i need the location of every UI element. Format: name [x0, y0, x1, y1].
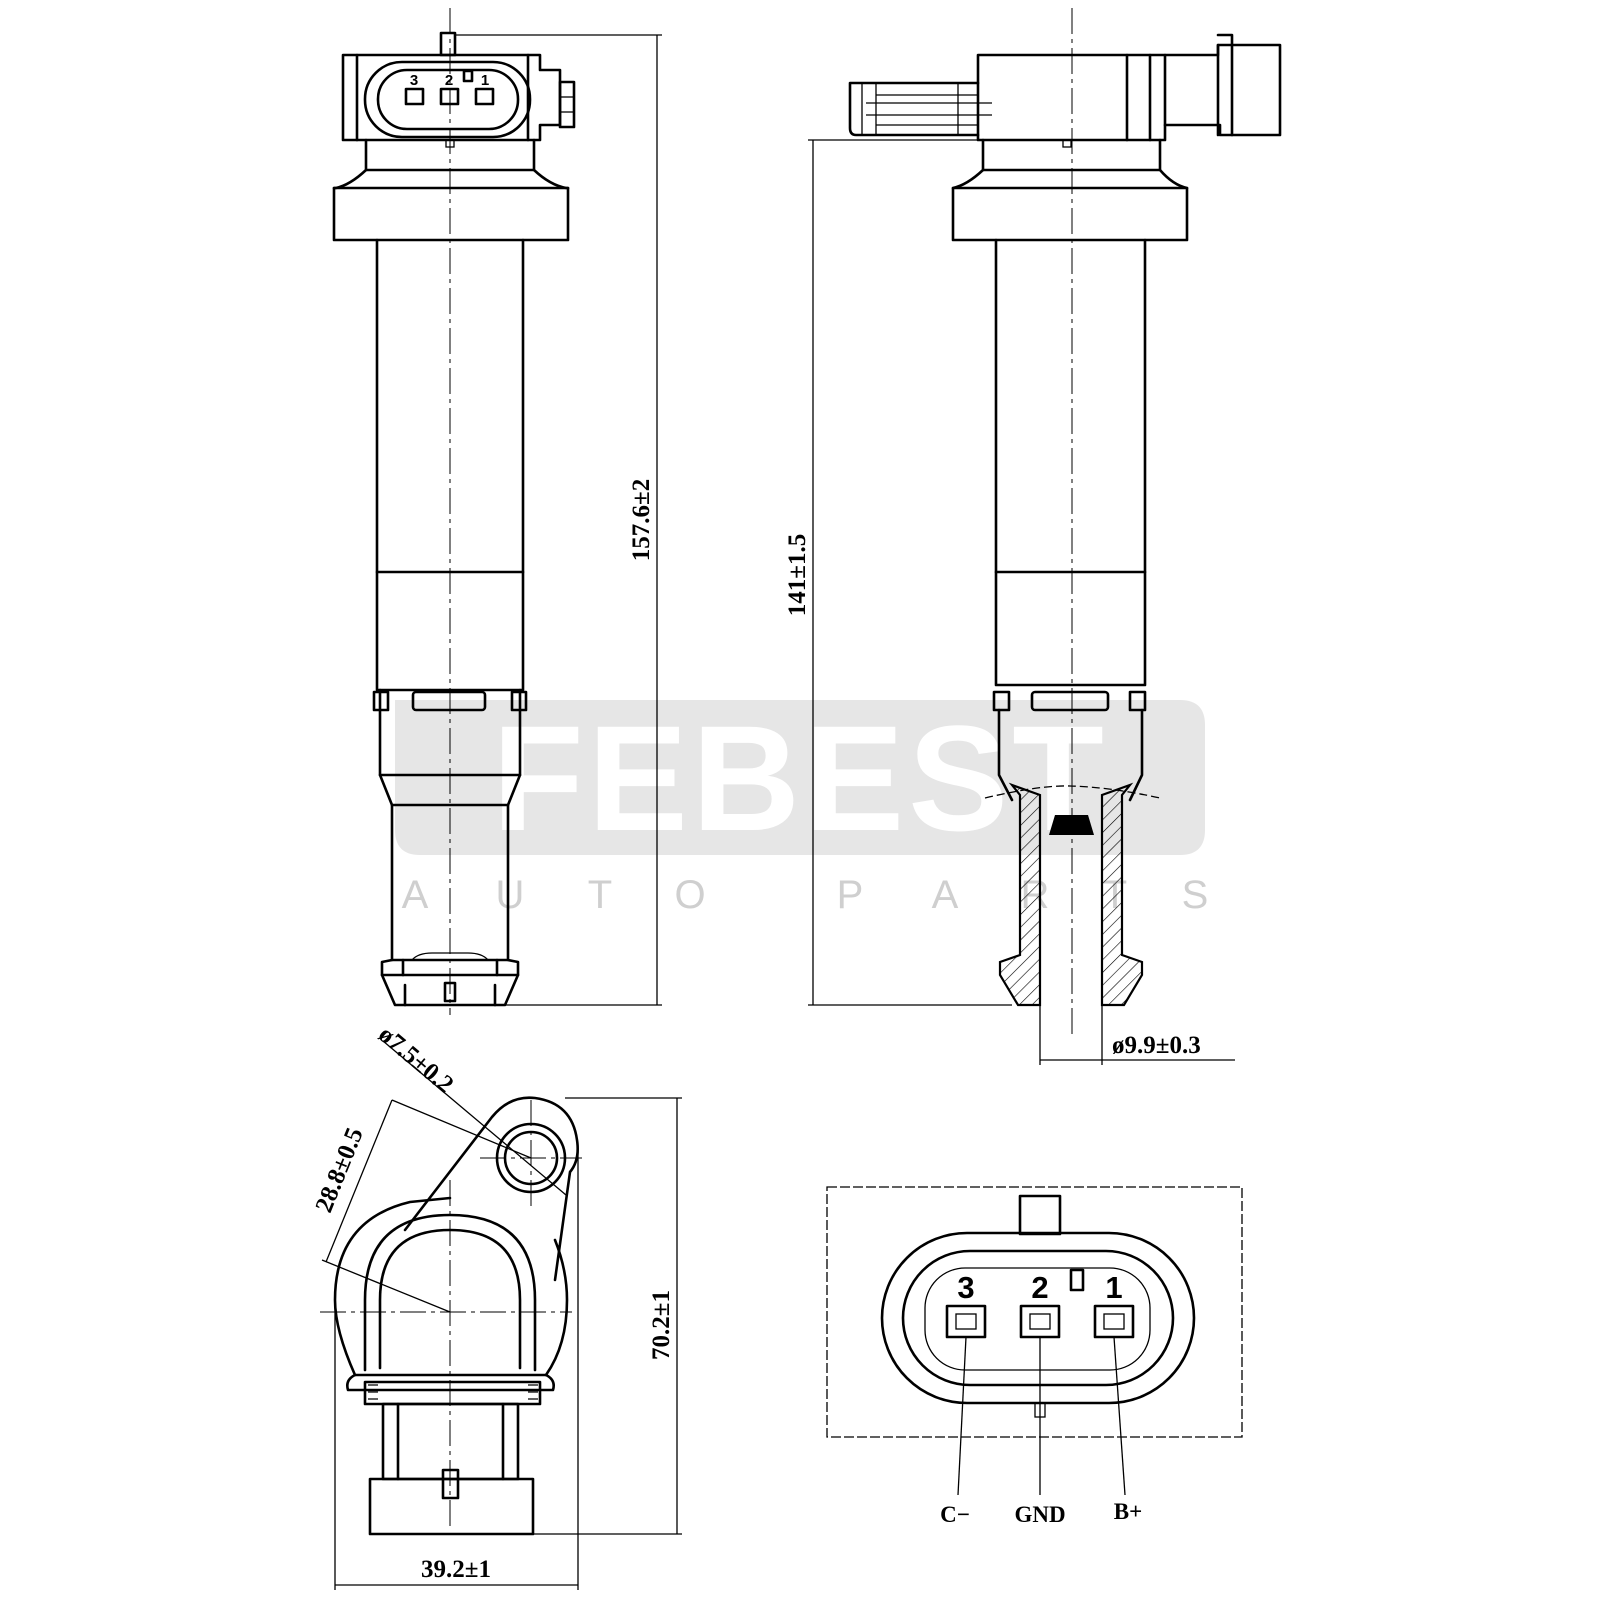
signal-label-b-plus: B+ [1114, 1499, 1142, 1524]
watermark-subtitle: A U T O P A R T S [402, 873, 1209, 917]
side-tube [994, 238, 1147, 687]
pin-2: 2 [1019, 1270, 1061, 1339]
detail-frame [826, 1186, 1243, 1438]
pin-number: 3 [957, 1270, 974, 1305]
round-body [333, 1196, 452, 1377]
pin-label-1: 1 [481, 72, 489, 89]
connector-key [1018, 1194, 1062, 1236]
signal-label-c-minus: C− [940, 1502, 970, 1527]
pin-number: 2 [1031, 1270, 1048, 1305]
dimension-head-depth: 70.2±1 [648, 1290, 675, 1360]
connector-pinout: 3 2 1 C− GND B+ [826, 1186, 1243, 1527]
watermark-letter: U [496, 873, 525, 917]
watermark-brand: FEBEST [492, 694, 1108, 862]
watermark-letter: O [674, 873, 705, 917]
mounting-hole [495, 1122, 567, 1194]
connector-face-outer [880, 1231, 1196, 1405]
pin-label-3: 3 [410, 72, 418, 89]
spring-contact [1049, 815, 1094, 835]
coil-collar [332, 138, 570, 242]
side-view: ø9.9±0.3 141±1.5 [784, 8, 1282, 1065]
watermark-letter: S [1182, 873, 1209, 917]
dimension-overall-length: 157.6±2 [628, 479, 655, 561]
watermark: FEBEST A U T O P A R T S [395, 694, 1208, 917]
pin-number: 1 [1105, 1270, 1122, 1305]
pin-label-2: 2 [445, 72, 453, 89]
watermark-letter: T [588, 873, 612, 917]
dimension-hole-diameter: ø7.5±0.2 [373, 1021, 458, 1099]
watermark-letter: A [402, 873, 429, 917]
dimension-body-length: 141±1.5 [784, 534, 811, 616]
watermark-letter: P [837, 873, 864, 917]
connector-face-inner [901, 1249, 1175, 1387]
dimension-line [325, 1099, 393, 1263]
front-view: 3 2 1 157.6±2 [332, 8, 662, 1015]
coil-tip [380, 958, 520, 1007]
leader-line [382, 1040, 567, 1196]
signal-label-gnd: GND [1014, 1502, 1065, 1527]
coil-tube [375, 238, 525, 692]
mounting-ear [848, 81, 980, 137]
pin-3: 3 [945, 1270, 987, 1339]
dimension-hole-offset: 28.8±0.5 [310, 1124, 368, 1216]
coil-boot [378, 688, 522, 962]
pin-1: 1 [1093, 1270, 1135, 1339]
connector-latch [439, 31, 457, 57]
top-view: ø7.5±0.2 28.8±0.5 70.2±1 39.2±1 [310, 1021, 682, 1590]
mounting-arm [403, 1096, 579, 1282]
side-connector-plug [1163, 43, 1282, 137]
dimension-tip-diameter: ø9.9±0.3 [1112, 1032, 1201, 1059]
side-head [976, 53, 1167, 142]
dimension-head-width: 39.2±1 [421, 1556, 491, 1583]
watermark-letter: A [932, 873, 959, 917]
watermark-banner [395, 700, 1205, 855]
